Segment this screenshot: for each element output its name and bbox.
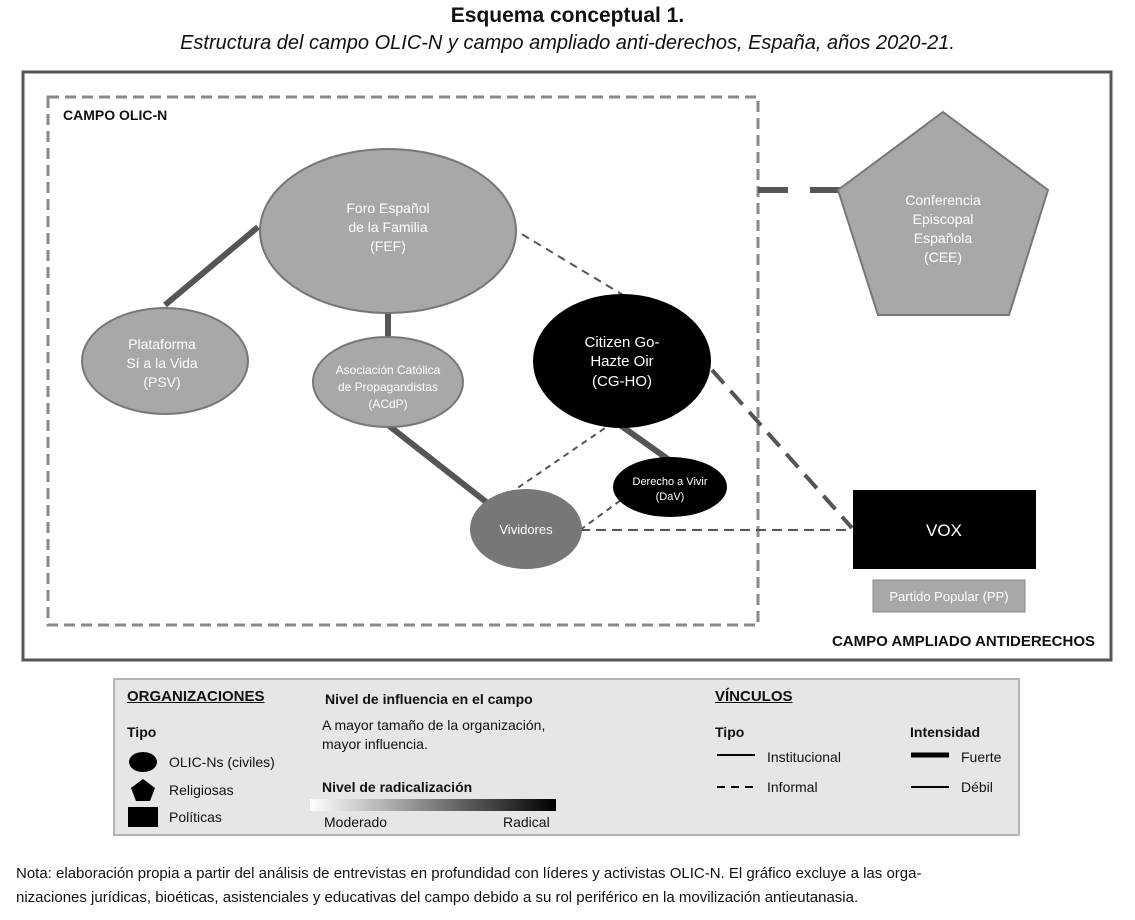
node-dav [613, 457, 727, 517]
legend-intensidad-label: Intensidad [910, 724, 981, 740]
node-cee [836, 110, 1050, 316]
thick-line-icon [911, 752, 949, 758]
legend-olicn-label: OLIC-Ns (civiles) [169, 754, 275, 770]
footnote-line-1: Nota: elaboración propia a partir del an… [16, 865, 922, 882]
node-cgho-label-3: (CG-HO) [592, 373, 652, 390]
legend-organizaciones-heading: ORGANIZACIONES [127, 688, 265, 705]
legend-religiosas-label: Religiosas [169, 782, 234, 798]
solid-line-icon [717, 754, 755, 756]
legend-radicalizacion-heading: Nivel de radicalización [322, 779, 473, 795]
legend: ORGANIZACIONES Tipo OLIC-Ns (civiles) Re… [113, 678, 1020, 836]
link-fef-psv [163, 224, 260, 308]
concept-diagram: CAMPO OLIC-N CAMPO AMPLIADO ANTIDERECHOS… [21, 70, 1113, 662]
node-acdp-label-3: (ACdP) [368, 397, 407, 411]
legend-ellipse-icon [129, 752, 157, 772]
diagram-subtitle: Estructura del campo OLIC-N y campo ampl… [180, 32, 955, 54]
legend-moderado-label: Moderado [324, 814, 388, 830]
node-dav-label-2: (DaV) [656, 491, 685, 503]
legend-pentagon-icon [131, 779, 155, 801]
footnote-line-2: nizaciones jurídicas, bioéticas, asisten… [16, 889, 859, 906]
node-cgho-label-1: Citizen Go- [584, 334, 659, 351]
legend-influencia-text-1: A mayor tamaño de la organización, [322, 717, 546, 733]
legend-debil-label: Débil [961, 779, 993, 795]
legend-influencia-text-2: mayor influencia. [322, 736, 428, 752]
outer-field-label: CAMPO AMPLIADO ANTIDERECHOS [832, 633, 1095, 650]
node-fef-label-1: Foro Español [346, 200, 429, 216]
node-acdp-label-1: Asociación Católica [336, 363, 441, 377]
diagram-title: Esquema conceptual 1. [450, 4, 685, 27]
legend-radical-label: Radical [503, 814, 550, 830]
node-vox [853, 490, 1036, 569]
legend-vinculos-heading: VÍNCULOS [715, 688, 793, 705]
radicalization-gradient [310, 799, 556, 811]
node-cee-label-3: Española [914, 230, 973, 246]
node-vividores-label: Vividores [499, 522, 553, 537]
footnote: Nota: elaboración propia a partir del an… [16, 862, 1126, 910]
inner-field-frame [46, 95, 760, 627]
legend-square-icon [128, 807, 158, 827]
legend-politicas-label: Políticas [169, 809, 222, 825]
node-acdp-label-2: de Propagandistas [338, 380, 438, 394]
node-fef-label-2: de la Familia [348, 219, 428, 235]
node-cee-label-4: (CEE) [924, 249, 962, 265]
node-cee-label-2: Episcopal [913, 211, 974, 227]
node-cgho [533, 294, 711, 428]
node-psv [81, 307, 249, 415]
inner-field-label: CAMPO OLIC-N [63, 107, 167, 123]
node-pp-label: Partido Popular (PP) [889, 589, 1008, 604]
thin-line-icon [911, 786, 949, 788]
node-cgho-label-2: Hazte Oir [590, 353, 653, 370]
link-cgho-dav [618, 422, 674, 465]
node-vividores [470, 489, 582, 569]
link-cgho-vox [710, 368, 854, 530]
node-psv-label-1: Plataforma [128, 336, 196, 352]
legend-influencia-heading: Nivel de influencia en el campo [325, 691, 533, 707]
node-psv-label-3: (PSV) [143, 374, 180, 390]
node-cee-label-1: Conferencia [905, 192, 981, 208]
link-acdp-vividores [386, 422, 492, 508]
node-fef [259, 148, 517, 314]
legend-fuerte-label: Fuerte [961, 749, 1002, 765]
legend-informal-label: Informal [767, 779, 818, 795]
node-vox-label: VOX [926, 521, 962, 540]
node-dav-label-1: Derecho a Vivir [633, 476, 708, 488]
node-pp [872, 579, 1026, 613]
legend-vinculos-tipo-label: Tipo [715, 724, 745, 740]
node-psv-label-2: Sí a la Vida [126, 355, 198, 371]
dashed-line-icon [717, 786, 755, 788]
node-fef-label-3: (FEF) [370, 238, 406, 254]
node-acdp [312, 336, 464, 428]
legend-institucional-label: Institucional [767, 749, 841, 765]
link-fef-cgho [509, 226, 629, 299]
legend-tipo-label: Tipo [127, 724, 157, 740]
